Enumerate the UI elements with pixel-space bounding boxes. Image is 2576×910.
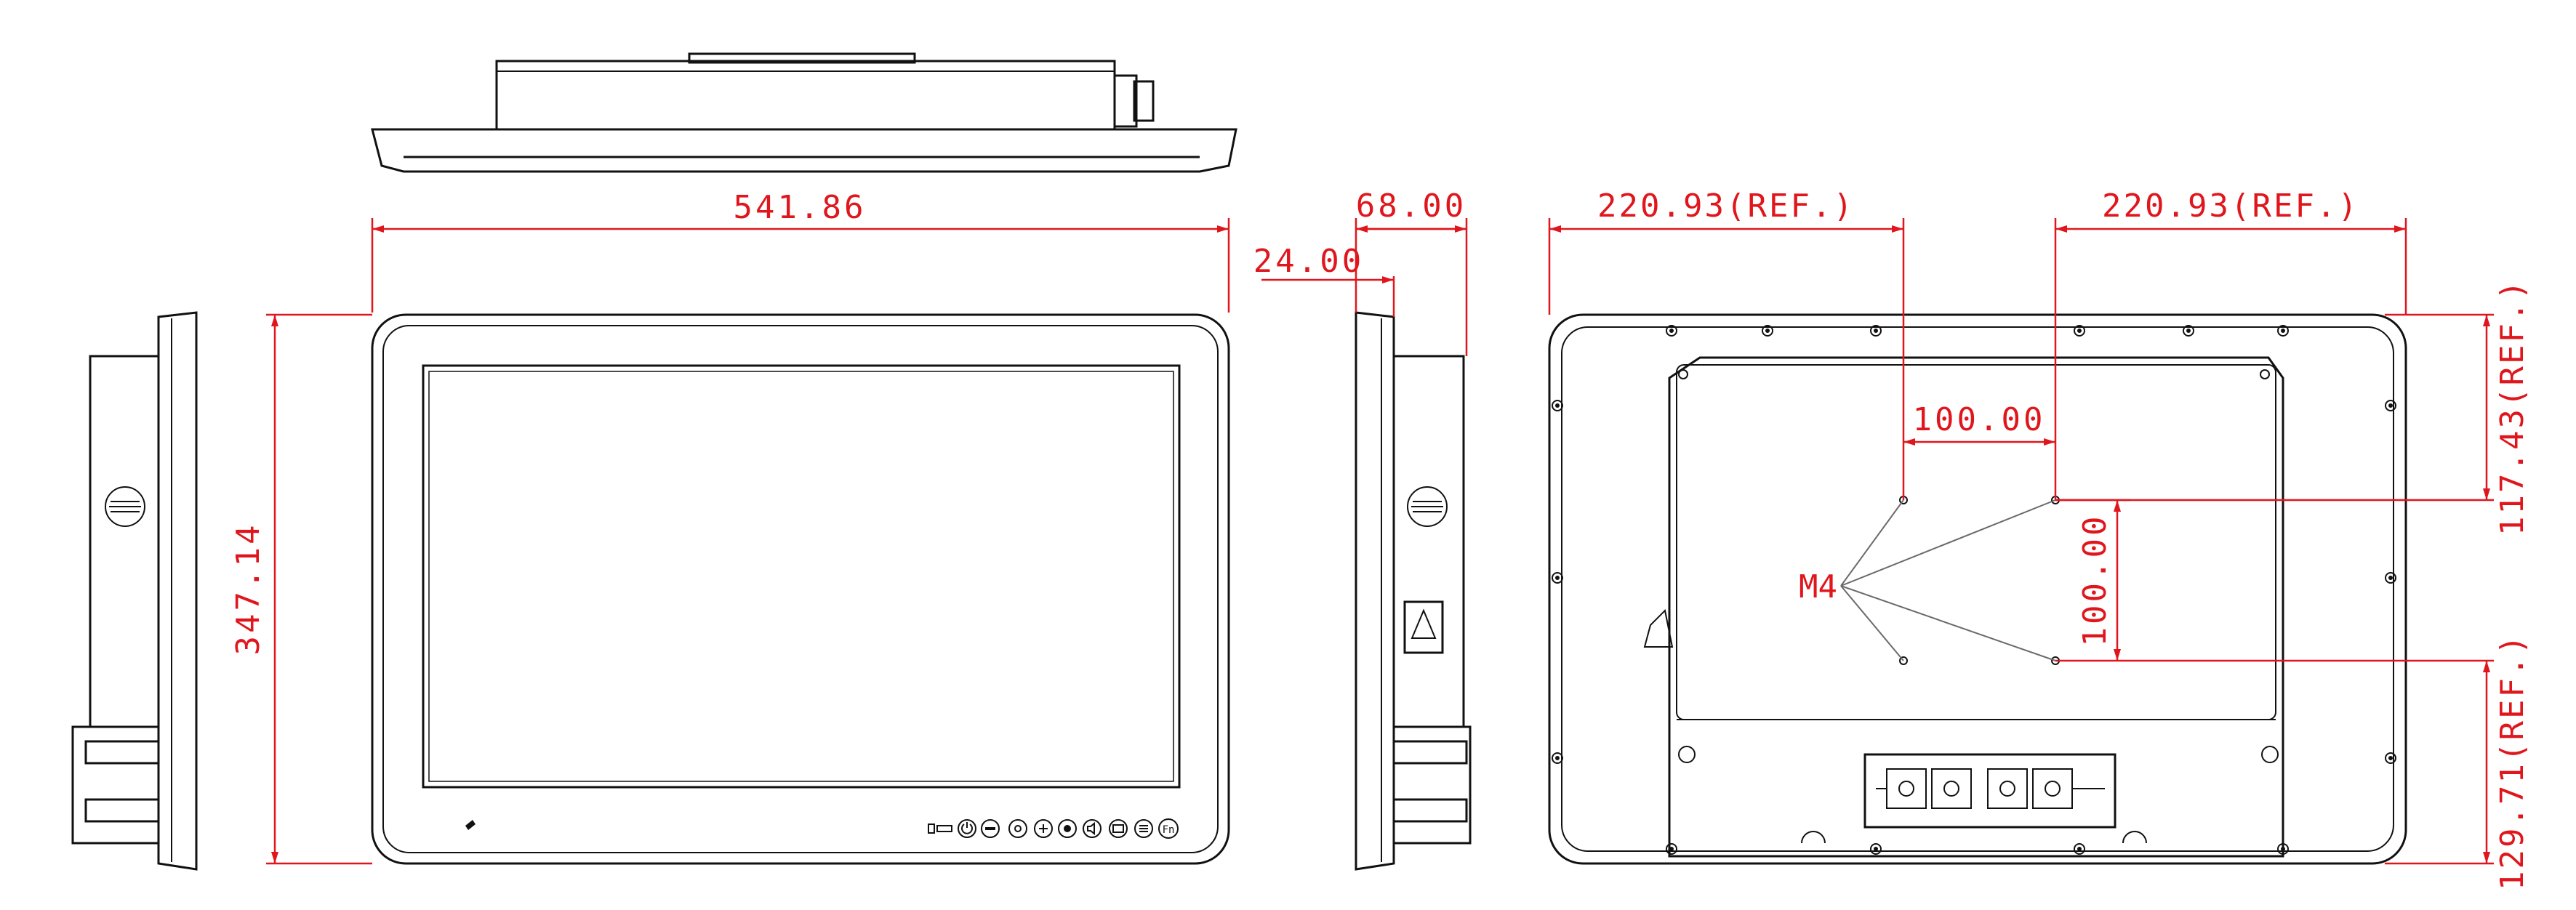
right-side-view (1355, 311, 1472, 871)
ambient-icon (936, 825, 952, 832)
front-view (371, 313, 1230, 865)
picture-icon (1112, 824, 1124, 833)
dim-vesa-vertical: 100.00 (2077, 514, 2114, 647)
dim-bottom-offset-ref: 129.71(REF.) (2494, 633, 2531, 890)
dim-bezel-depth: 24.00 (1253, 243, 1364, 280)
rear-mounting-screws (1552, 325, 2396, 855)
minus-button[interactable] (981, 819, 1000, 838)
warning-label-icon (1411, 608, 1437, 639)
menu-button[interactable] (1134, 819, 1153, 838)
dim-vesa-horizontal: 100.00 (1913, 401, 2046, 438)
volume-icon (1087, 821, 1095, 836)
fn-button[interactable] (1158, 818, 1179, 839)
stand-tab-left (1643, 608, 1674, 648)
front-button-row (928, 818, 1179, 839)
light-sensor-icon (465, 820, 476, 830)
plus-icon (1039, 824, 1048, 833)
io-ports (1876, 768, 2105, 809)
dim-depth-total: 68.00 (1356, 188, 1466, 225)
usb-port-cover (1403, 600, 1444, 654)
left-side-view (71, 311, 198, 871)
dim-width-total: 541.86 (734, 189, 867, 226)
brightness-icon (1014, 825, 1022, 832)
dim-mount-right-ref: 220.93(REF.) (2102, 188, 2359, 225)
power-button[interactable] (958, 819, 976, 838)
dimension-lines (266, 218, 2494, 865)
source-button[interactable] (1058, 819, 1077, 838)
picture-button[interactable] (1109, 819, 1128, 838)
fn-button-label: Fn (1163, 824, 1175, 836)
vesa-holes (1899, 496, 2060, 665)
dim-height-total: 347.14 (230, 523, 267, 656)
dimension-arrowheads (271, 225, 2490, 863)
menu-icon (1139, 825, 1148, 832)
brightness-button[interactable] (1008, 819, 1027, 838)
speaker-grille-icon (105, 486, 145, 527)
speaker-grille-icon (1407, 486, 1448, 527)
plus-button[interactable] (1034, 819, 1053, 838)
rear-view (1548, 313, 2407, 865)
top-view (371, 52, 1237, 173)
io-port-panel (1863, 753, 2116, 829)
display-area (422, 364, 1181, 789)
dim-top-offset-ref: 117.43(REF.) (2494, 278, 2531, 536)
m4-leader-lines (1840, 499, 2056, 661)
status-led-icon (928, 824, 935, 834)
screw-callout-m4: M4 (1799, 568, 1837, 605)
volume-button[interactable] (1083, 819, 1102, 838)
dim-mount-left-ref: 220.93(REF.) (1597, 188, 1855, 225)
source-icon (1064, 825, 1071, 832)
power-icon (961, 822, 973, 834)
